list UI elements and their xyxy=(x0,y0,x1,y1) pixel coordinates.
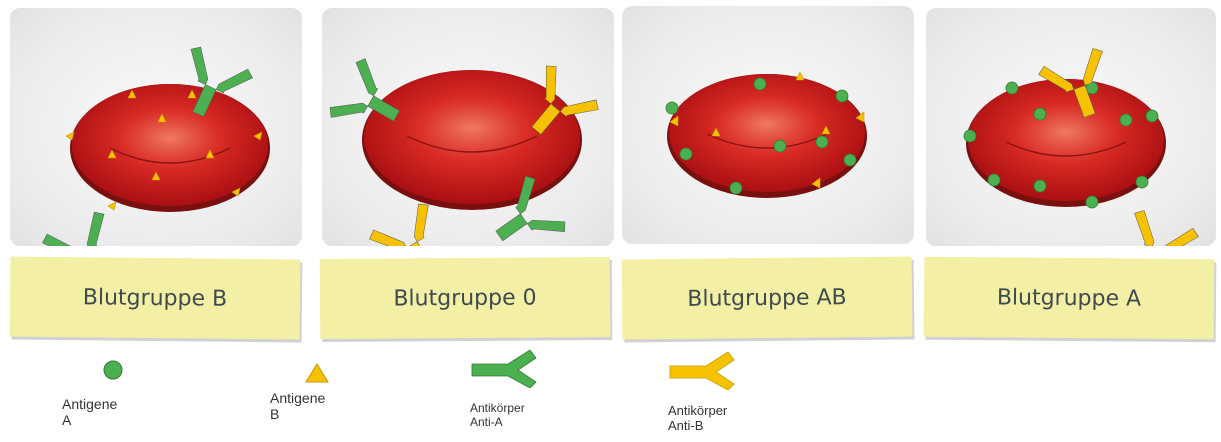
red-blood-cell-b-illustration xyxy=(10,8,302,246)
label-box-blood-group-0: Blutgruppe 0 xyxy=(320,257,611,339)
red-blood-cell-0-illustration xyxy=(322,8,614,246)
label-box-blood-group-ab: Blutgruppe AB xyxy=(622,256,913,339)
antibody-anti-a-bottom xyxy=(40,209,128,246)
panel-blood-group-a xyxy=(926,8,1216,246)
legend-antigen-a-line1: Antigene xyxy=(62,396,117,412)
label-box-blood-group-a: Blutgruppe A xyxy=(924,257,1215,340)
antigen-b-icon xyxy=(268,360,378,390)
antibody-anti-b-bottomright xyxy=(1115,208,1200,246)
label-blood-group-ab: Blutgruppe AB xyxy=(687,285,847,312)
legend-antigen-b-line1: Antigene xyxy=(270,390,325,406)
label-box-blood-group-b: Blutgruppe B xyxy=(10,256,301,339)
antibody-anti-b-icon xyxy=(668,350,758,390)
antibody-anti-a-icon xyxy=(470,348,560,388)
label-blood-group-0: Blutgruppe 0 xyxy=(393,285,536,311)
panel-blood-group-ab xyxy=(622,6,914,244)
label-blood-group-b: Blutgruppe B xyxy=(83,285,228,312)
legend-antigen-a-line2: A xyxy=(62,412,117,428)
legend-antibody-b-line1: Antikörper xyxy=(668,404,727,419)
label-blood-group-a: Blutgruppe A xyxy=(997,285,1141,311)
red-blood-cell-a-illustration xyxy=(926,8,1216,246)
panel-blood-group-0 xyxy=(322,8,614,246)
legend-antibody-a-line2: Anti-A xyxy=(470,416,525,430)
legend-antibody-a-line1: Antikörper xyxy=(470,402,525,416)
red-blood-cell-ab-illustration xyxy=(622,6,914,244)
legend-antibody-b-line2: Anti-B xyxy=(668,419,727,434)
legend-antigen-b-line2: B xyxy=(270,406,325,422)
panel-blood-group-b xyxy=(10,8,302,246)
antigen-a-icon xyxy=(60,358,170,388)
